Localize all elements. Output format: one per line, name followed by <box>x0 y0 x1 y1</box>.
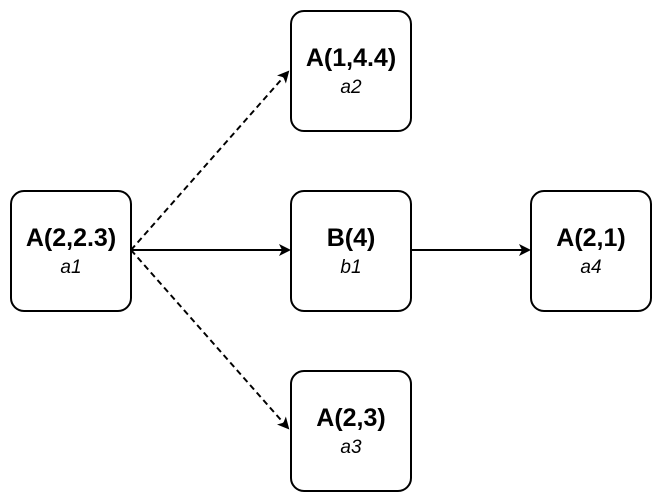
node-b1[interactable]: B(4) b1 <box>290 190 412 312</box>
node-a3-title: A(2,3) <box>316 404 386 432</box>
edge-a1-a2 <box>130 70 290 251</box>
node-a3-id: a3 <box>340 437 362 458</box>
node-a4-id: a4 <box>580 257 602 278</box>
node-a4[interactable]: A(2,1) a4 <box>530 190 652 312</box>
node-b1-id: b1 <box>340 257 362 278</box>
node-a2[interactable]: A(1,4.4) a2 <box>290 10 412 132</box>
node-a2-title: A(1,4.4) <box>305 44 397 72</box>
node-a1-id: a1 <box>60 257 82 278</box>
node-a1-title: A(2,2.3) <box>25 224 117 252</box>
node-a4-title: A(2,1) <box>556 224 626 252</box>
node-a1[interactable]: A(2,2.3) a1 <box>10 190 132 312</box>
node-a3[interactable]: A(2,3) a3 <box>290 370 412 492</box>
node-b1-title: B(4) <box>326 224 376 252</box>
node-a2-id: a2 <box>340 77 362 98</box>
edge-a1-a3 <box>130 249 290 430</box>
